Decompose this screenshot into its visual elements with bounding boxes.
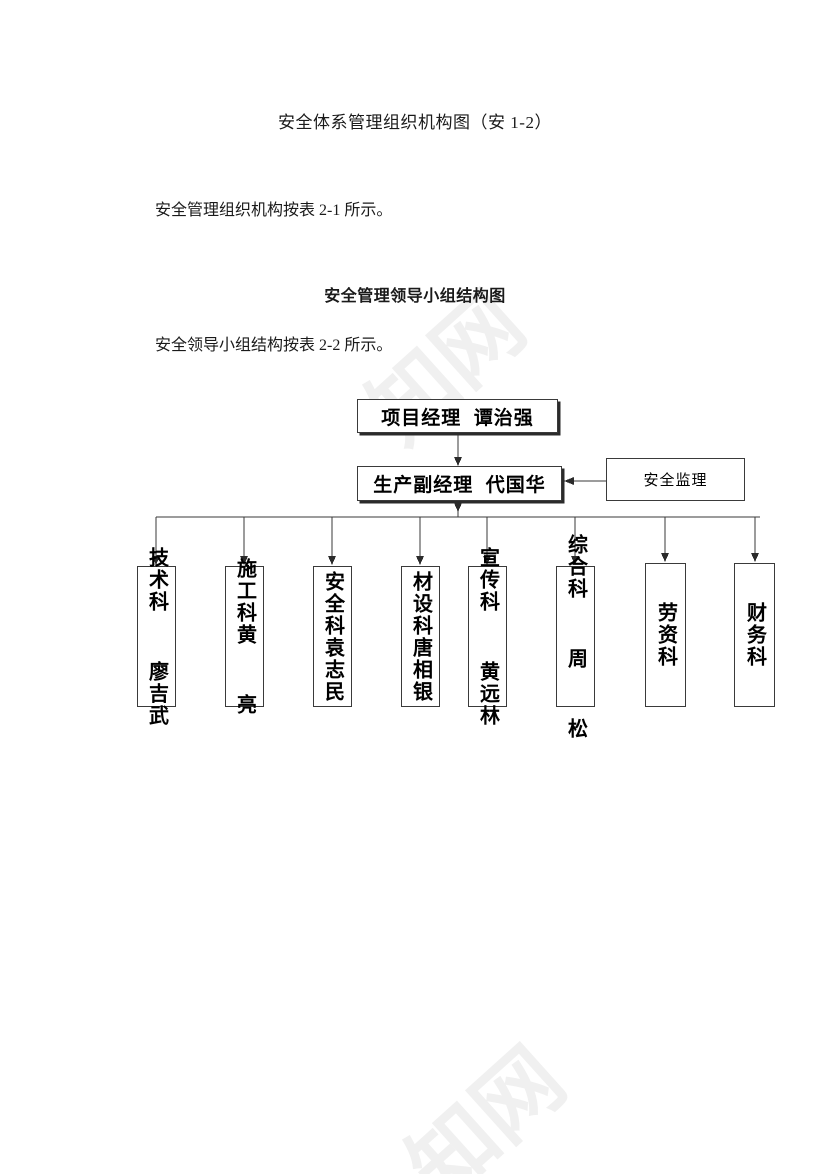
dept-box-1[interactable]: 技术科 廖吉武 (137, 546, 176, 727)
dept-box-5-label: 宣传科 黄远林 (476, 546, 499, 727)
node-safety-supervisor-label: 安全监理 (643, 473, 708, 489)
dept-box-3-label: 安全科袁志民 (321, 570, 344, 703)
page-title: 安全体系管理组织机构图（安 1-2） (278, 113, 552, 132)
node-project-manager-label: 项目经理 谭治强 (381, 407, 534, 429)
node-production-deputy[interactable]: 生产副经理 代国华 (357, 466, 562, 501)
dept-box-6-label: 综合科 周 松 (564, 533, 587, 740)
arrowhead-deputy-right (564, 477, 574, 485)
dept-box-7-label: 劳资科 (654, 602, 677, 668)
arrowhead-8 (751, 553, 759, 562)
arrowhead-6 (571, 556, 579, 565)
node-safety-supervisor[interactable]: 安全监理 (606, 458, 745, 501)
arrowhead-5 (483, 556, 491, 565)
node-project-manager[interactable]: 项目经理 谭治强 (357, 399, 558, 433)
arrowhead-4 (416, 556, 424, 565)
node-production-deputy-label: 生产副经理 代国华 (373, 475, 546, 496)
arrowhead-7 (661, 553, 669, 562)
dept-box-6[interactable]: 综合科 周 松 (556, 533, 595, 740)
arrowhead-1 (152, 556, 160, 565)
dept-box-4-label: 材设科唐相银 (409, 570, 432, 703)
dept-box-1-label: 技术科 廖吉武 (145, 546, 168, 727)
dept-box-8-label: 财务科 (743, 602, 766, 668)
arrowhead-3 (328, 556, 336, 565)
section-title: 安全管理领导小组结构图 (324, 288, 506, 305)
dept-box-3[interactable]: 安全科袁志民 (313, 566, 352, 707)
arrowhead-deputy-top (454, 457, 462, 466)
dept-box-2[interactable]: 施工科黄 亮 (225, 557, 264, 716)
dept-box-4[interactable]: 材设科唐相银 (401, 566, 440, 707)
arrowhead-bus (454, 503, 462, 512)
arrowhead-2 (240, 556, 248, 565)
dept-box-2-label: 施工科黄 亮 (233, 557, 256, 716)
dept-box-7[interactable]: 劳资科 (645, 563, 686, 707)
dept-box-8[interactable]: 财务科 (734, 563, 775, 707)
paragraph-1: 安全管理组织机构按表 2-1 所示。 (155, 202, 393, 219)
paragraph-2: 安全领导小组结构按表 2-2 所示。 (155, 337, 393, 354)
dept-box-5[interactable]: 宣传科 黄远林 (468, 546, 507, 727)
